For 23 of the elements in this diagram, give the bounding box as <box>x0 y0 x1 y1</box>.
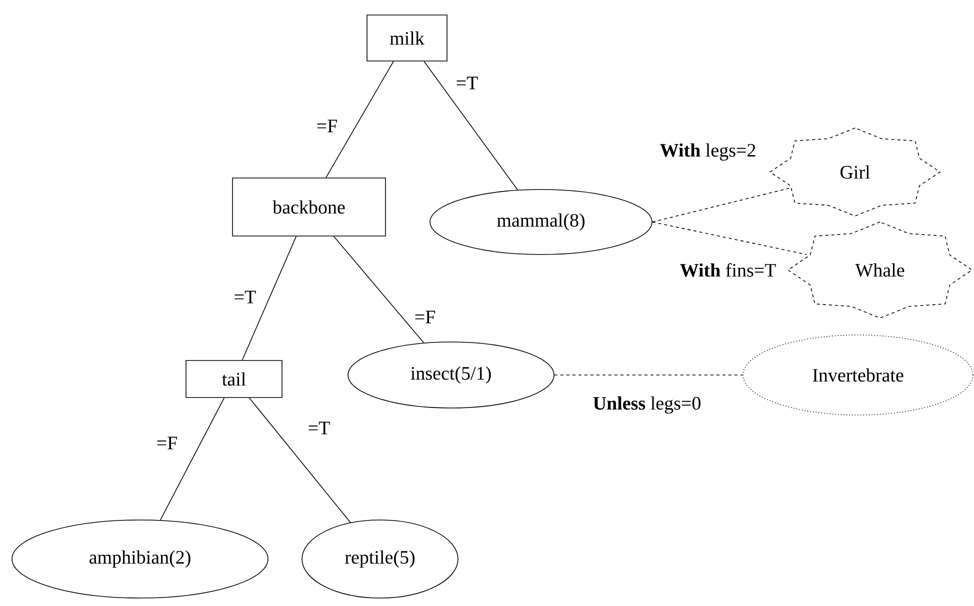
connector-line <box>652 222 808 255</box>
edge-label: =F <box>413 310 437 324</box>
edge-label: =T <box>454 76 480 90</box>
connector-line <box>652 188 790 222</box>
edge-label: With fins=T <box>678 262 778 278</box>
connector-line <box>333 236 424 344</box>
connector-line <box>248 398 351 523</box>
connector-line <box>242 236 297 360</box>
instance-star: Whale <box>787 222 973 318</box>
decision-box: backbone <box>232 178 386 236</box>
edge-label: =T <box>306 420 332 436</box>
edge-label: With legs=2 <box>658 142 758 162</box>
edge-label: =F <box>315 118 339 134</box>
edge-label: =T <box>232 290 258 304</box>
connector-line <box>160 398 225 520</box>
decision-box: milk <box>366 14 448 62</box>
connector-line <box>554 374 743 376</box>
instance-star: Girl <box>769 128 941 216</box>
connector-line <box>326 61 394 178</box>
decision-box: tail <box>186 360 282 398</box>
edge-label: Unless legs=0 <box>592 395 702 415</box>
connector-line <box>424 61 518 190</box>
edge-label: =F <box>155 436 179 450</box>
